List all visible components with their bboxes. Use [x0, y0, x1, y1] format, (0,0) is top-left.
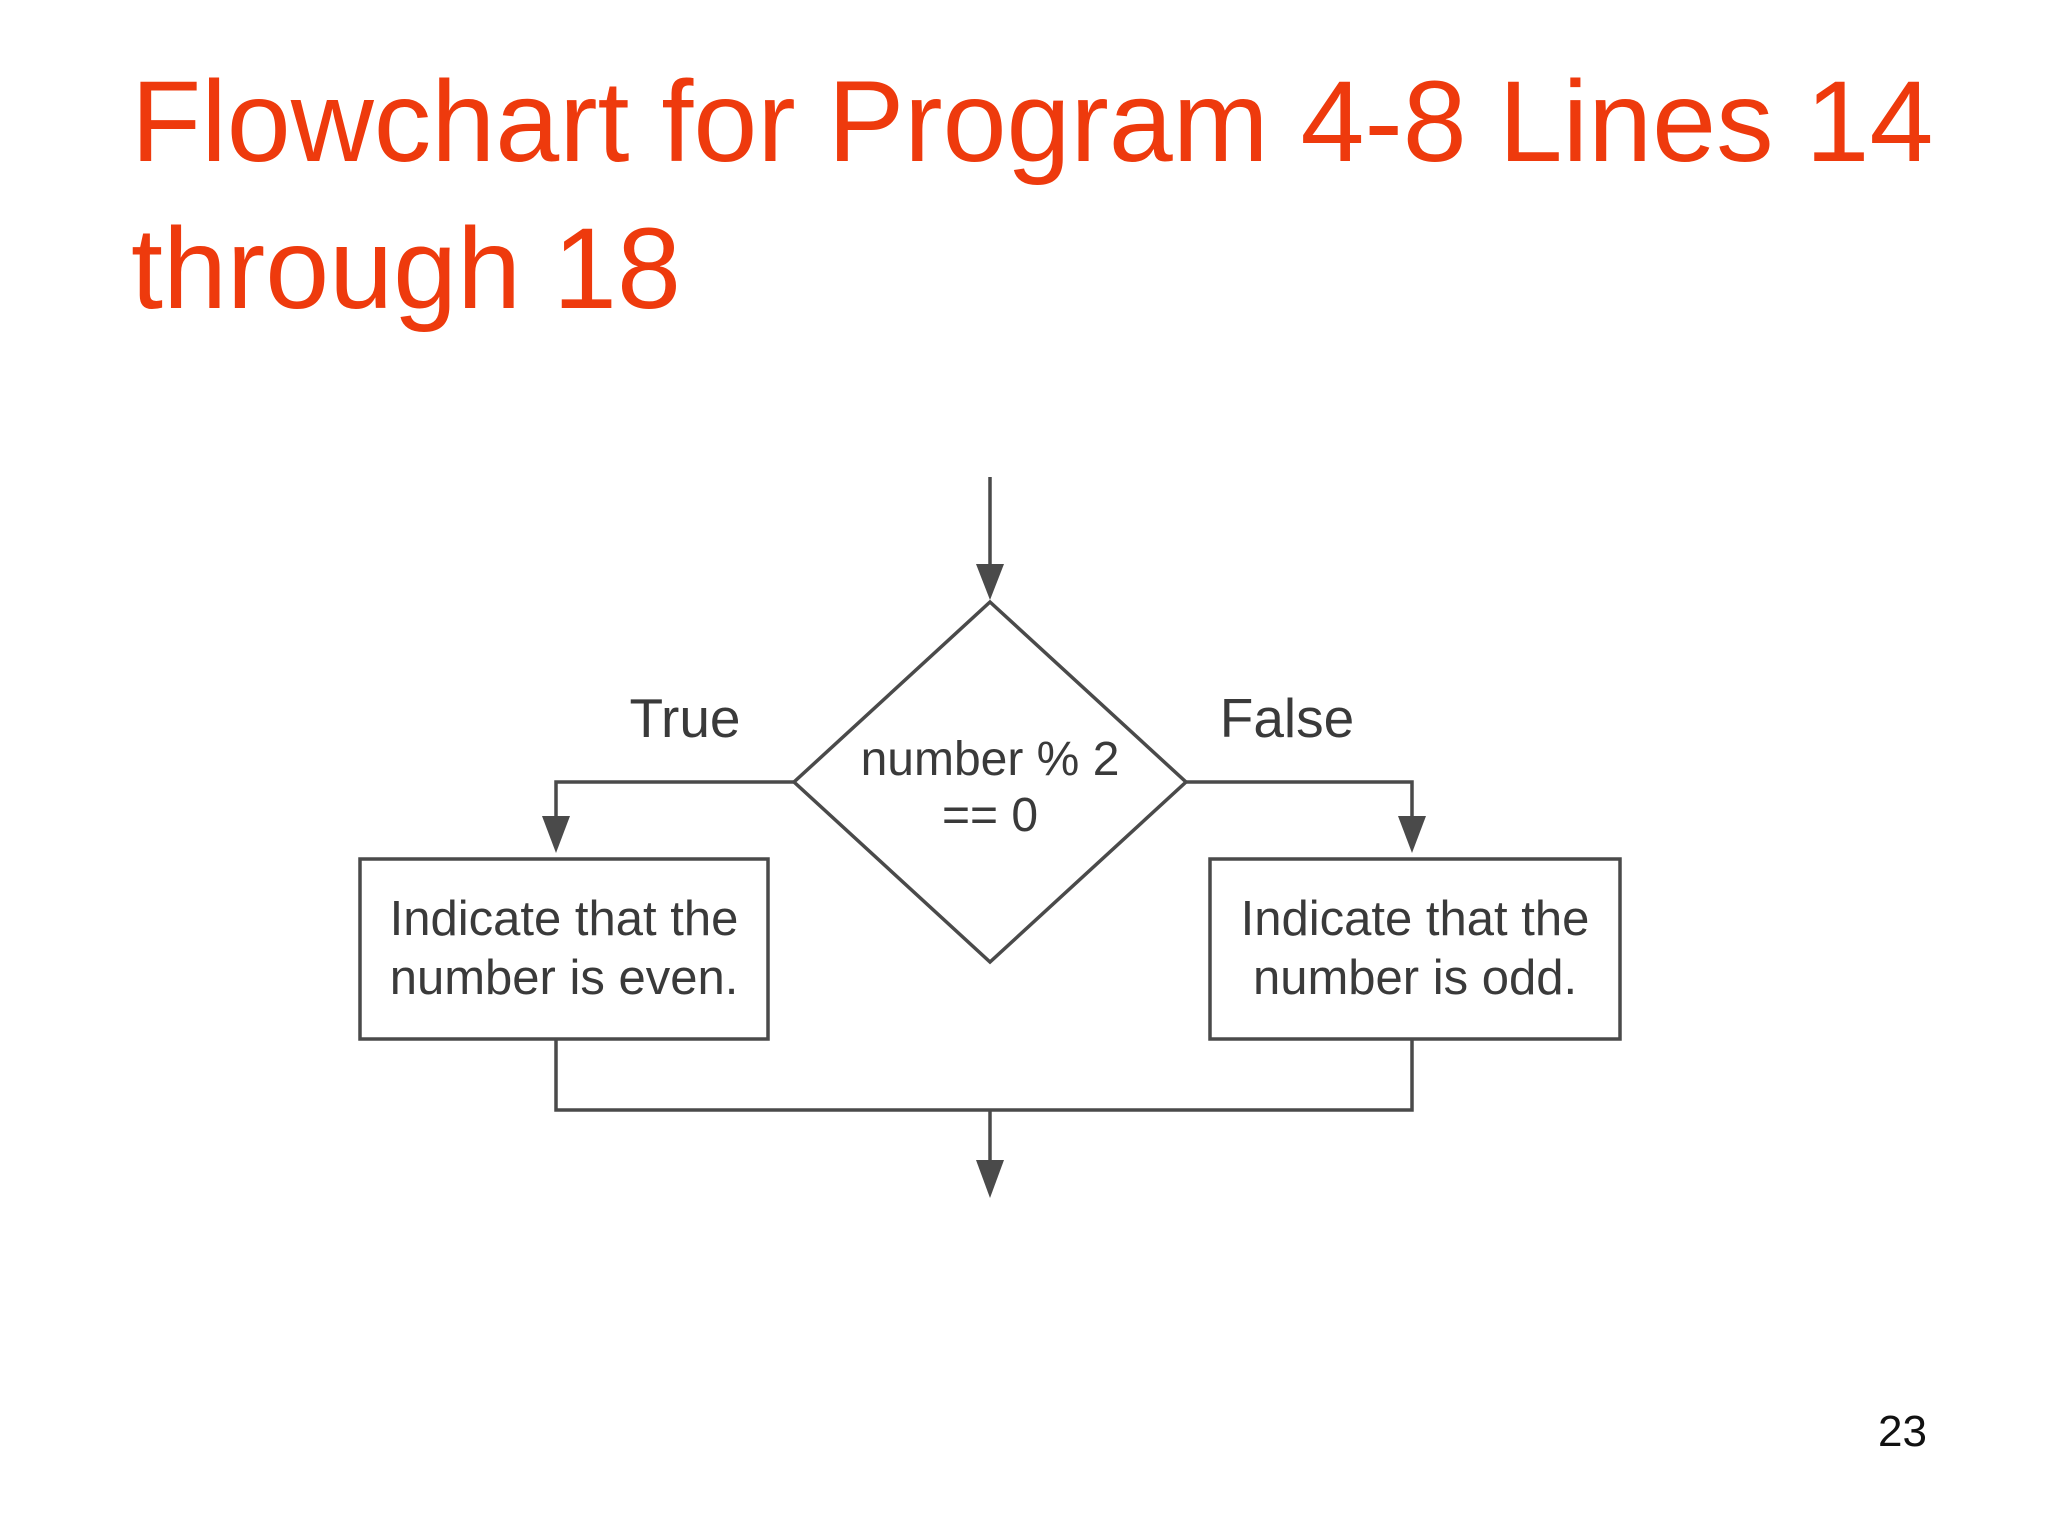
even-box-line-2: number is even.	[389, 951, 739, 1005]
decision-condition-line-2: == 0	[941, 789, 1039, 842]
odd-process-box	[1208, 857, 1622, 1041]
slide-title-line-2: through 18	[131, 205, 681, 333]
decision-condition-line-1: number % 2	[860, 733, 1120, 786]
even-box-line-1: Indicate that the	[389, 892, 739, 946]
false-branch-arrowhead-icon	[1398, 816, 1426, 853]
odd-box-label: Indicate that the number is odd.	[1210, 859, 1620, 1039]
decision-diamond	[791, 599, 1189, 965]
page-number: 23	[1878, 1407, 1927, 1456]
slide-title-line-1: Flowchart for Program 4-8 Lines 14	[131, 58, 1934, 186]
decision-condition-label: number % 2 == 0	[790, 732, 1190, 844]
odd-box-line-1: Indicate that the	[1240, 892, 1590, 946]
slide-title: Flowchart for Program 4-8 Lines 14 throu…	[131, 49, 1933, 343]
even-process-box	[358, 857, 770, 1041]
false-branch-line	[1186, 780, 1414, 818]
true-branch-arrowhead-icon	[542, 816, 570, 853]
even-box-label: Indicate that the number is even.	[360, 859, 768, 1039]
entry-arrowhead-icon	[976, 564, 1004, 600]
false-branch-label: False	[1219, 687, 1355, 749]
exit-arrowhead-icon	[976, 1160, 1004, 1198]
odd-box-line-2: number is odd.	[1252, 951, 1578, 1005]
true-branch-line	[554, 780, 794, 818]
true-branch-label: True	[629, 687, 741, 749]
merge-connector-line	[554, 1039, 1414, 1112]
